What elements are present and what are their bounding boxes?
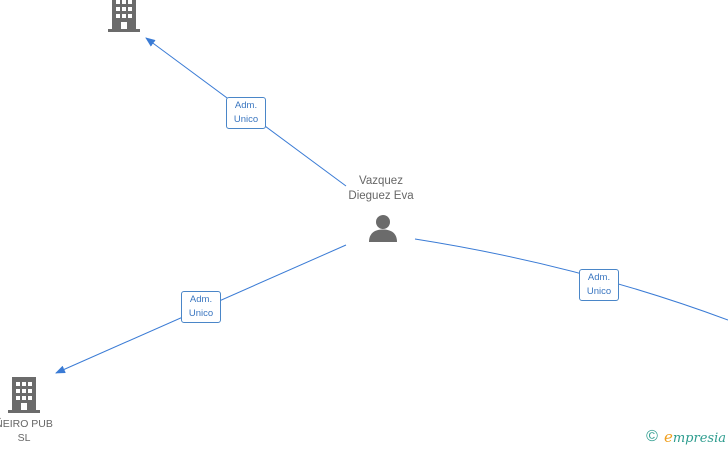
copyright-icon: © xyxy=(646,428,658,445)
relation-role-line1: Adm. xyxy=(189,294,213,305)
relation-label-left[interactable]: Adm. Unico xyxy=(181,291,221,323)
building-icon[interactable] xyxy=(108,0,140,37)
company-name-line1: ÑEIRO PUB xyxy=(0,418,53,430)
relation-role-line2: Unico xyxy=(586,286,612,297)
person-name[interactable]: Vazquez Dieguez Eva xyxy=(330,174,432,204)
relation-role-line1: Adm. xyxy=(587,272,611,283)
brand-logo: empresia xyxy=(664,428,726,446)
edge-to-right-company xyxy=(414,238,728,321)
relation-role-line1: Adm. xyxy=(234,100,258,111)
relation-label-top[interactable]: Adm. Unico xyxy=(226,97,266,129)
brand-logo-text: mpresia xyxy=(672,431,726,446)
brand-logo-initial: e xyxy=(663,428,673,446)
building-icon[interactable] xyxy=(8,377,40,418)
person-icon[interactable] xyxy=(368,213,398,248)
brand-footer: © empresia xyxy=(646,428,726,446)
company-name-bottom-left[interactable]: ÑEIRO PUB SL xyxy=(0,417,68,445)
person-name-line2: Dieguez Eva xyxy=(348,190,414,202)
relation-label-right[interactable]: Adm. Unico xyxy=(579,269,619,301)
person-name-line1: Vazquez xyxy=(359,175,403,187)
relation-role-line2: Unico xyxy=(233,114,259,125)
company-name-line2: SL xyxy=(17,432,31,444)
relation-role-line2: Unico xyxy=(188,308,214,319)
